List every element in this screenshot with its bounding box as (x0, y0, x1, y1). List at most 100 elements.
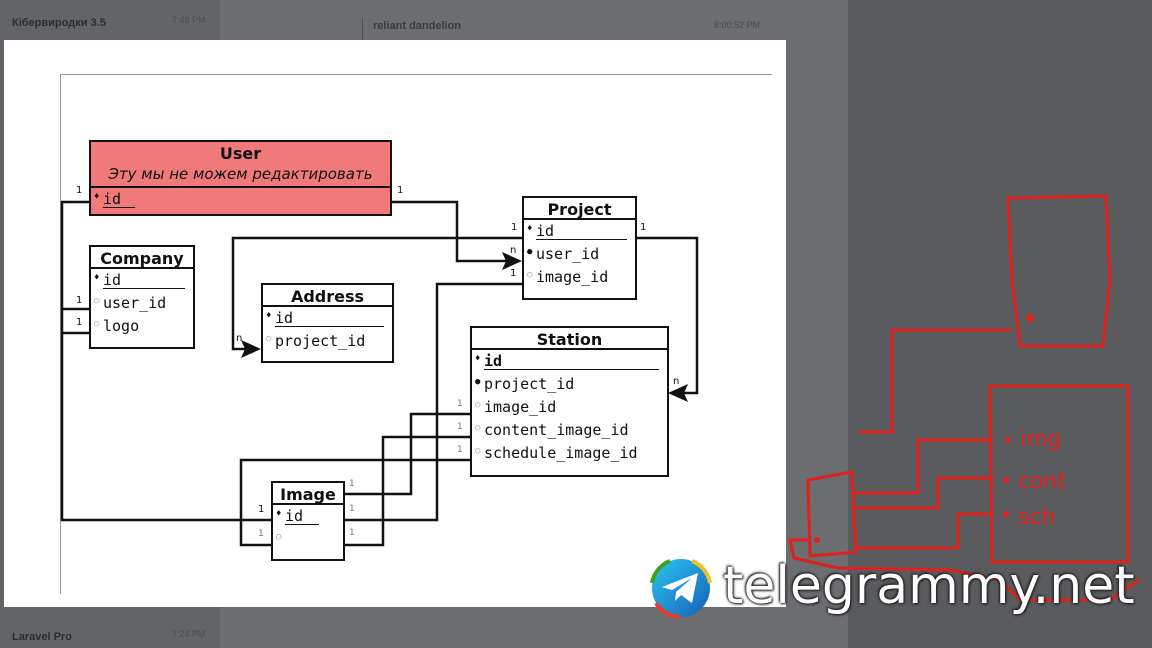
entity-field: ○image_id (475, 398, 557, 416)
sketch-top-box (1006, 194, 1112, 348)
entity-user: User Эту мы не можем редактировать ♦id (89, 140, 392, 216)
sketch-line (858, 328, 1012, 434)
sketch-label: img (1020, 427, 1062, 452)
entity-field: ○schedule_image_id (475, 444, 638, 462)
entity-address: Address ♦id ○project_id (261, 283, 394, 363)
cardinality-label: 1 (258, 504, 265, 515)
sketch-dot (1026, 314, 1034, 322)
cardinality-label: 1 (349, 528, 355, 538)
message-divider (362, 18, 363, 40)
sketch-dot (1005, 437, 1011, 443)
key-icon: ♦ (475, 354, 481, 364)
cardinality-label: 1 (640, 222, 647, 233)
entity-title: Station (472, 328, 667, 350)
project-address-line (231, 236, 522, 351)
sketch-dot (1003, 477, 1009, 483)
entity-field-pk: ♦id (91, 188, 390, 211)
chat-list-item-name[interactable]: Кібервиродки 3.5 (12, 17, 106, 29)
sketch-label: sch (1018, 505, 1056, 530)
cardinality-label: n (673, 376, 680, 387)
watermark-text: telegrammy.net (723, 556, 1135, 616)
diagram-frame-left (60, 74, 61, 594)
required-icon: ● (527, 247, 533, 257)
sketch-main-box (988, 384, 1130, 564)
cardinality-label: 1 (397, 185, 404, 196)
sketch-label: cont (1018, 469, 1066, 494)
sketch-line (788, 538, 1140, 602)
entity-title: User (219, 144, 262, 163)
telegram-logo-icon (650, 559, 712, 619)
sketch-dot (814, 537, 820, 543)
entity-field: ●user_id (527, 245, 600, 263)
cardinality-label: 1 (76, 185, 83, 196)
sketch-line (854, 438, 992, 495)
entity-field-pk: ♦id (91, 269, 193, 292)
station-schedule-line (239, 458, 471, 547)
entity-station: Station ♦id ●project_id ○image_id ○conte… (470, 326, 669, 477)
chat-list-item-time: 7:48 PM (172, 15, 206, 25)
arrow-head (241, 340, 261, 358)
cardinality-label: 1 (258, 529, 264, 539)
entity-company: Company ♦id ○user_id ○logo (89, 245, 195, 349)
entity-title: Company (91, 247, 193, 269)
key-icon: ♦ (94, 273, 100, 283)
cardinality-label: 1 (457, 399, 463, 409)
cardinality-label: 1 (510, 268, 517, 279)
entity-field: ○content_image_id (475, 421, 629, 439)
message-author[interactable]: reliant dandelion (373, 20, 462, 32)
entity-field: ○image_id (527, 268, 609, 286)
user-project-line (391, 200, 512, 263)
message-time: 8:00:52 PM (714, 20, 761, 30)
entity-field: ○project_id (266, 332, 366, 350)
entity-field: ○user_id (94, 294, 167, 312)
entity-field-pk: ♦id (472, 350, 667, 373)
nullable-icon: ○ (475, 400, 481, 410)
cardinality-label: 1 (457, 445, 463, 455)
cardinality-label: 1 (76, 317, 83, 328)
cardinality-label: n (510, 245, 517, 256)
sketch-small-box (806, 470, 858, 558)
user-company-line (60, 200, 271, 522)
entity-field-pk: ♦id (273, 505, 343, 528)
nullable-icon: ○ (276, 532, 282, 542)
cardinality-label: 1 (349, 504, 355, 514)
entity-field: ●project_id (475, 375, 575, 393)
entity-field-pk: ♦id (524, 220, 635, 243)
entity-title: Address (263, 285, 392, 307)
nullable-icon: ○ (266, 334, 272, 344)
chat-list-item-time: 7:24 PM (172, 629, 206, 639)
entity-image: Image ♦id ○ (271, 481, 345, 561)
entity-subtitle: Эту мы не можем редактировать (91, 164, 390, 188)
entity-field: ○ (273, 528, 343, 551)
cardinality-label: 1 (511, 222, 518, 233)
chat-list-item-name[interactable]: Laravel Pro (12, 631, 72, 643)
required-icon: ● (475, 377, 481, 387)
cardinality-label: 1 (349, 479, 355, 489)
entity-project: Project ♦id ●user_id ○image_id (522, 196, 637, 300)
station-image-line (343, 412, 471, 496)
key-icon: ♦ (527, 224, 533, 234)
station-content-line (343, 435, 471, 547)
diagram-frame-top (60, 74, 772, 75)
entity-field-pk: ♦id (263, 307, 392, 330)
nullable-icon: ○ (94, 296, 100, 306)
cardinality-label: n (236, 333, 243, 344)
entity-title: Project (524, 198, 635, 220)
right-panel (848, 0, 1152, 648)
arrow-head (668, 384, 688, 402)
project-station-line (636, 236, 699, 395)
arrow-head (502, 252, 522, 270)
cardinality-label: 1 (457, 422, 463, 432)
sketch-line (854, 476, 992, 510)
nullable-icon: ○ (94, 319, 100, 329)
nullable-icon: ○ (475, 446, 481, 456)
entity-title: Image (273, 483, 343, 505)
key-icon: ♦ (276, 509, 282, 519)
key-icon: ♦ (266, 311, 272, 321)
entity-field: ○logo (94, 317, 140, 335)
cardinality-label: 1 (76, 295, 83, 306)
sketch-dot (1003, 511, 1009, 517)
nullable-icon: ○ (527, 270, 533, 280)
